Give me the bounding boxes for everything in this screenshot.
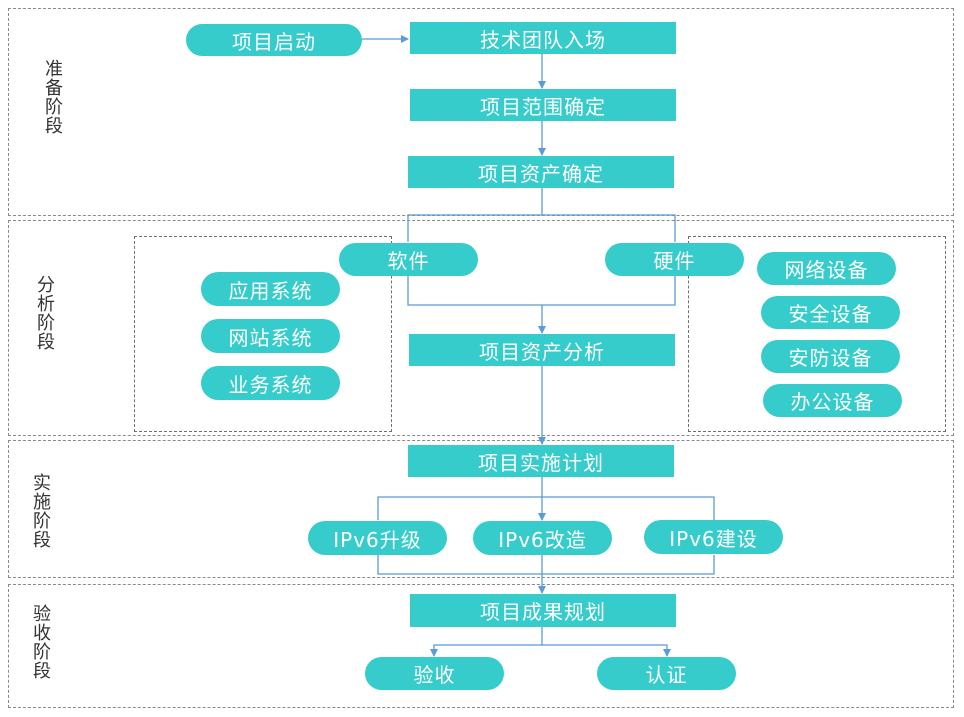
node-app-system: 应用系统 [201, 272, 340, 306]
phase-accept-label: 验收阶段 [33, 604, 51, 682]
node-ipv6-build: IPv6建设 [644, 520, 783, 554]
edge-assets-hardware [542, 214, 676, 242]
phase-analysis-label: 分析阶段 [37, 275, 55, 353]
node-security-device: 安全设备 [761, 296, 900, 329]
node-hardware: 硬件 [605, 243, 744, 276]
edge-plan-split [377, 477, 543, 520]
edge-result-cert [542, 644, 671, 657]
edge-three-merge [377, 555, 715, 575]
node-acceptance: 验收 [365, 657, 504, 690]
software-group-box [134, 236, 392, 432]
phase-analysis-box [8, 220, 954, 436]
phase-prep-label: 准备阶段 [45, 59, 63, 137]
node-result-plan: 项目成果规划 [410, 594, 676, 627]
phase-impl-box [8, 440, 954, 578]
node-office-device: 办公设备 [763, 384, 902, 417]
edge-software-merge [407, 276, 676, 306]
phase-accept-box [8, 584, 954, 708]
node-certification: 认证 [597, 657, 736, 690]
edge-result-split [430, 627, 543, 657]
node-scope: 项目范围确定 [410, 89, 676, 121]
node-impl-plan: 项目实施计划 [408, 445, 674, 477]
node-software: 软件 [339, 243, 478, 276]
node-ipv6-retrofit: IPv6改造 [473, 521, 612, 555]
node-network-device: 网络设备 [757, 252, 896, 285]
phase-impl-label: 实施阶段 [33, 473, 51, 551]
edge-plan-right [542, 496, 715, 520]
node-biz-system: 业务系统 [201, 366, 340, 400]
node-team-entry: 技术团队入场 [410, 22, 676, 54]
node-surveillance-device: 安防设备 [761, 340, 900, 373]
hardware-group-box [688, 236, 946, 432]
node-assets: 项目资产确定 [408, 156, 674, 188]
node-project-start: 项目启动 [186, 24, 362, 56]
node-web-system: 网站系统 [201, 319, 340, 353]
node-ipv6-upgrade: IPv6升级 [308, 521, 447, 555]
edge-assets-split [407, 188, 543, 242]
node-asset-analysis: 项目资产分析 [409, 334, 675, 366]
